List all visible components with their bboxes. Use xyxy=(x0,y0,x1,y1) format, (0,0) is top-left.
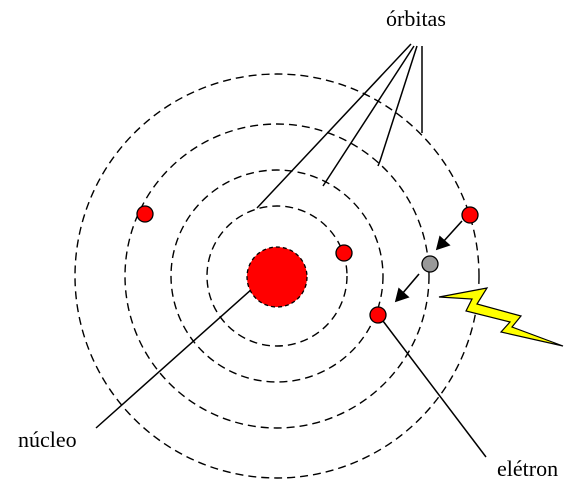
orbits-label: órbitas xyxy=(386,6,446,31)
leader-line-orbit-3 xyxy=(377,45,418,167)
electrons xyxy=(136,205,479,324)
electron-transitional xyxy=(421,255,439,273)
orbit-1 xyxy=(206,205,348,347)
transition-arrow-2-head xyxy=(394,287,410,303)
electron-orbit-4 xyxy=(461,206,479,224)
electron-orbit-1 xyxy=(335,244,353,262)
transition-arrow-1 xyxy=(442,220,463,243)
electron-leader-line xyxy=(382,320,487,458)
electron-orbit-3 xyxy=(136,205,154,223)
transition-arrow-1-head xyxy=(435,235,451,251)
orbit-leader-lines xyxy=(256,43,423,209)
orbit-2 xyxy=(170,169,384,383)
electron-label: elétron xyxy=(497,456,559,481)
nucleus xyxy=(246,246,308,308)
leader-line-orbit-2 xyxy=(322,45,415,187)
leader-line-orbit-1 xyxy=(256,43,412,209)
transition-arrows xyxy=(394,220,463,303)
lightning-bolt-icon xyxy=(438,287,564,347)
orbits xyxy=(74,73,480,479)
nucleus-label: núcleo xyxy=(18,427,77,452)
orbit-3 xyxy=(124,123,430,429)
orbit-4 xyxy=(74,73,480,479)
nucleus-leader-line xyxy=(95,279,263,429)
transition-arrow-2 xyxy=(401,273,420,295)
electron-orbit-2 xyxy=(369,306,387,324)
